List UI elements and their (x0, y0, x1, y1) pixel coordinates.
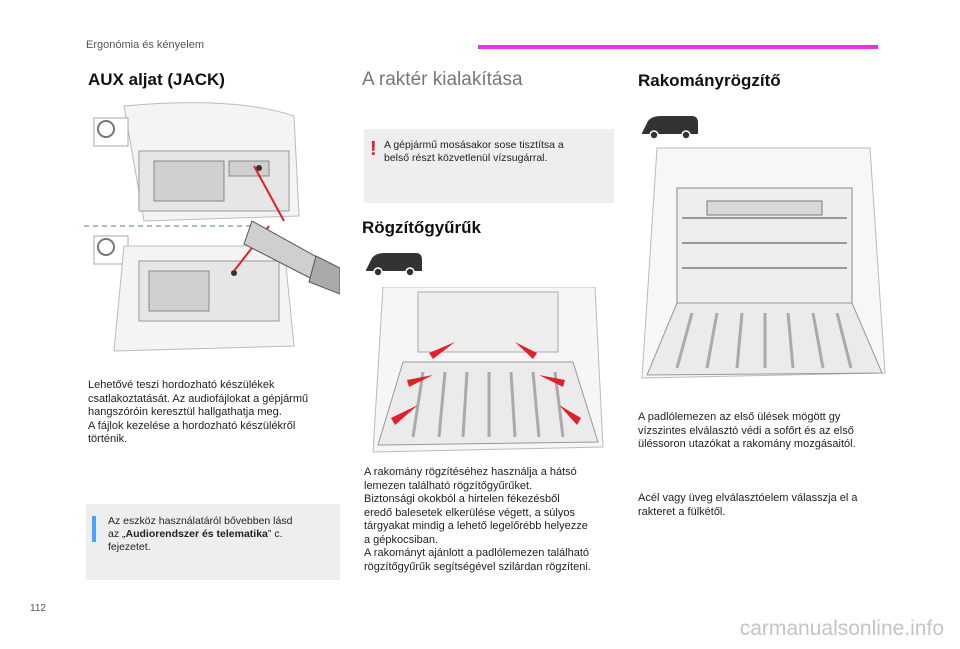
cargo-restraint-illustration (637, 143, 890, 390)
aux-description-line: Lehetővé teszi hordozható készülékek (88, 379, 275, 391)
info-note-box: Az eszköz használatáról bővebben lásd az… (86, 504, 340, 580)
tie-down-line: rögzítőgyűrűk segítségével szilárdan rög… (364, 560, 591, 573)
van-icon (364, 250, 422, 278)
aux-description: Lehetővé teszi hordozható készülékek csa… (88, 379, 338, 447)
cargo-restraint-title: Rakományrögzítő (638, 71, 781, 90)
warning-note-box: ! A gépjármű mosásakor sose tisztítsa a … (364, 129, 614, 203)
info-note-line: az „Audiorendszer és telematika” c. (108, 528, 336, 541)
aux-description-line: csatlakoztatását. Az audiofájlokat a gép… (88, 392, 309, 405)
tie-down-line: tárgyakat mindig a lehető legelőrébb hel… (364, 520, 588, 532)
tie-down-rings-description: A rakomány rögzítéséhez használja a háts… (364, 466, 616, 574)
restraint-line: vízszintes elválasztó védi a sofőrt és a… (638, 424, 854, 437)
info-note-prefix: az „ (108, 528, 126, 540)
tie-down-rings-illustration (363, 287, 615, 457)
tie-down-line: eredő balesetek elkerülése végett, a súl… (364, 506, 575, 519)
section-header: Ergonómia és kényelem (86, 39, 205, 51)
info-icon (92, 516, 96, 542)
tie-down-line: A rakomány rögzítéséhez használja a háts… (364, 466, 577, 478)
aux-description-line: hangszóróin keresztül hallgathatja meg. (88, 406, 282, 418)
info-note-text: Az eszköz használatáról bővebben lásd az… (108, 515, 336, 554)
aux-jack-illustration (84, 96, 340, 358)
tie-down-line: Biztonsági okokból a hirtelen fékezésből (364, 493, 560, 505)
info-note-chapter: Audiorendszer és telematika (125, 528, 268, 540)
tie-down-rings-title: Rögzítőgyűrűk (362, 218, 481, 237)
warning-line: belső részt közvetlenül vízsugárral. (384, 152, 548, 164)
partition-line: rakteret a fülkétől. (638, 505, 726, 518)
warning-icon: ! (370, 138, 377, 160)
aux-title: AUX aljat (JACK) (88, 70, 225, 89)
section-accent-bar (478, 45, 878, 49)
partition-line: Acél vagy üveg elválasztóelem válasszja … (638, 492, 858, 504)
tie-down-line: A rakományt ajánlott a padlólemezen talá… (364, 547, 590, 559)
warning-text: A gépjármű mosásakor sose tisztítsa a be… (384, 139, 610, 165)
warning-line: A gépjármű mosásakor sose tisztítsa a (384, 139, 564, 151)
watermark: carmanualsonline.info (739, 617, 944, 640)
cargo-restraint-description: A padlólemezen az első ülések mögött gy … (638, 411, 890, 452)
aux-description-line: történik. (88, 433, 128, 445)
info-note-suffix: ” c. (267, 528, 283, 540)
info-note-line: Az eszköz használatáról bővebben lásd (108, 515, 293, 527)
tie-down-line: lemezen található rögzítőgyűrűket. (364, 479, 533, 492)
restraint-line: üléssoron utazókat a rakomány mozgásaitó… (638, 438, 856, 450)
cargo-layout-title: A raktér kialakítása (362, 69, 523, 90)
van-icon (640, 113, 700, 141)
page-number: 112 (30, 603, 46, 614)
partition-description: Acél vagy üveg elválasztóelem válasszja … (638, 492, 890, 519)
info-note-line: fejezetet. (108, 541, 151, 553)
restraint-line: A padlólemezen az első ülések mögött gy (638, 411, 841, 423)
aux-description-line: A fájlok kezelése a hordozható készülékr… (88, 419, 296, 432)
tie-down-line: a gépkocsiban. (364, 533, 438, 546)
